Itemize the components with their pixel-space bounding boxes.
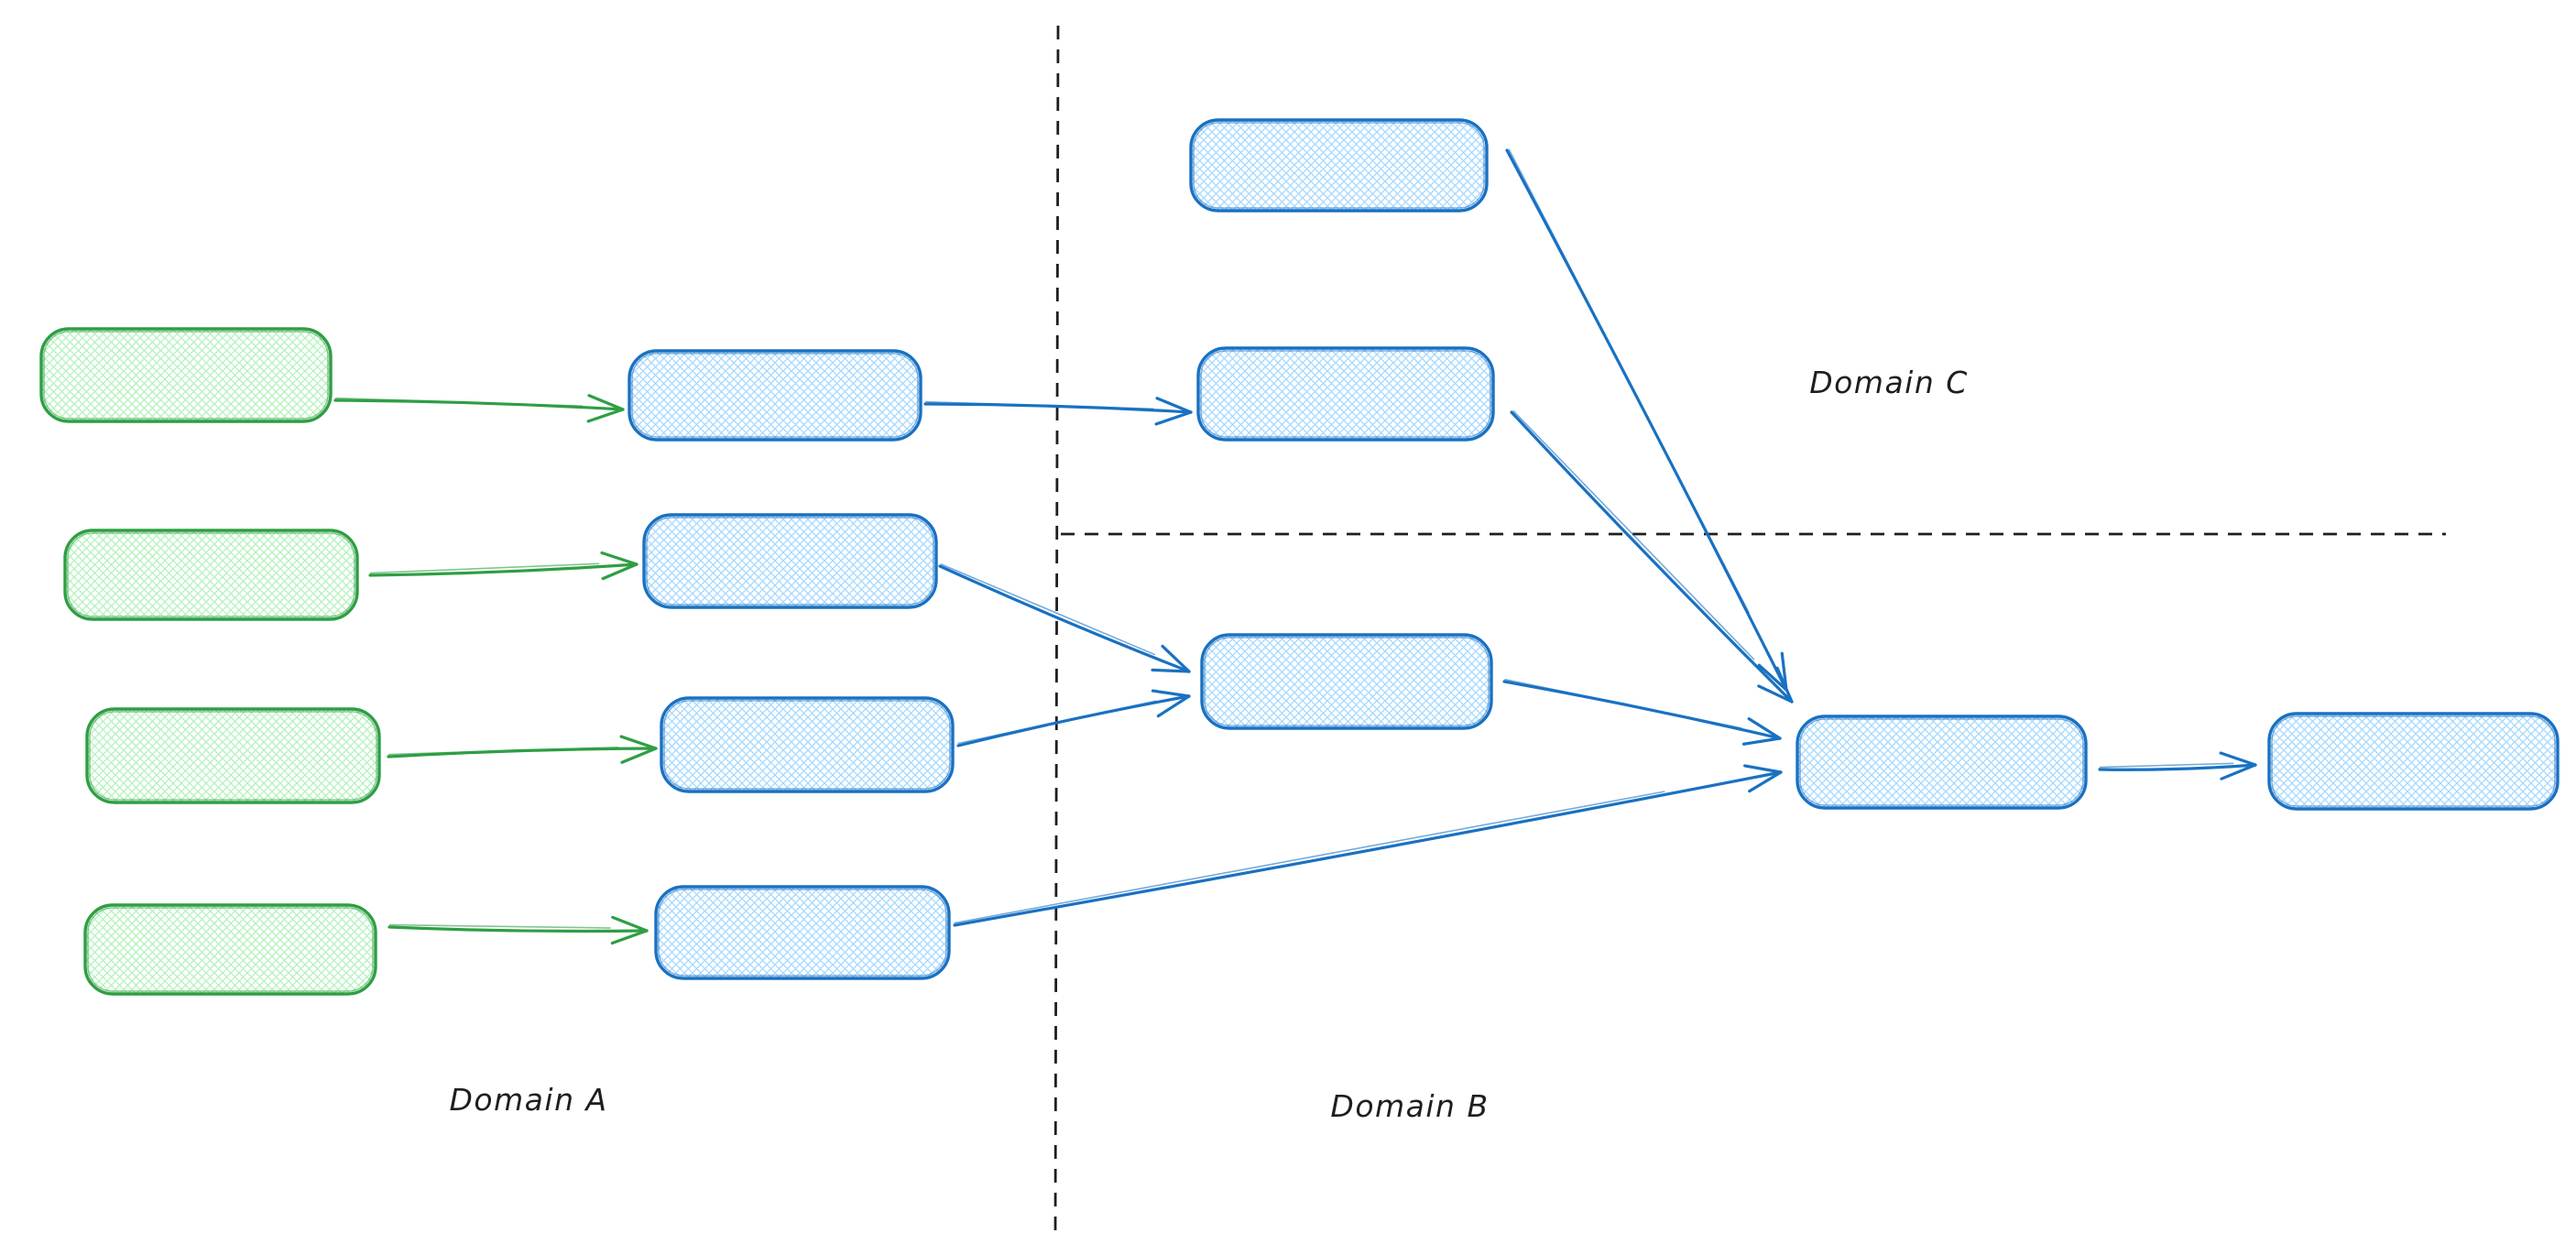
domain-b-label: Domain B bbox=[1330, 1088, 1489, 1124]
blue-box-a2 bbox=[642, 513, 938, 609]
arrow-g1-a1 bbox=[333, 394, 625, 423]
blue-box-c1 bbox=[1189, 118, 1489, 213]
blue-box-a4 bbox=[654, 885, 951, 980]
blue-box-c2 bbox=[1196, 346, 1495, 442]
green-box-3 bbox=[85, 707, 381, 804]
labels-layer: Domain A Domain B Domain C bbox=[449, 365, 1969, 1124]
blue-box-a3 bbox=[660, 696, 955, 793]
arrow-b1-b2 bbox=[1502, 678, 1782, 746]
green-box-1 bbox=[39, 327, 333, 423]
vertical-divider bbox=[1053, 25, 1060, 1236]
arrow-c1-b2 bbox=[1505, 148, 1788, 692]
green-box-2 bbox=[63, 529, 359, 621]
blue-box-b1 bbox=[1200, 633, 1493, 730]
blue-box-a1 bbox=[628, 349, 922, 442]
arrow-g4-a4 bbox=[387, 915, 649, 945]
arrows-layer bbox=[333, 148, 2257, 945]
arrow-a4-b2 bbox=[953, 764, 1783, 927]
blue-box-b2 bbox=[1796, 715, 2088, 810]
green-box-4 bbox=[83, 903, 377, 996]
domain-a-label: Domain A bbox=[449, 1082, 607, 1118]
blue-box-b3 bbox=[2267, 712, 2560, 811]
arrow-a2-b1 bbox=[938, 563, 1191, 673]
arrow-a3-b1 bbox=[956, 689, 1191, 748]
arrow-a1-c2 bbox=[923, 397, 1193, 426]
domain-c-label: Domain C bbox=[1809, 365, 1969, 400]
arrow-b2-b3 bbox=[2098, 751, 2257, 780]
arrow-g3-a3 bbox=[387, 735, 658, 764]
domain-dividers-layer bbox=[1053, 25, 2446, 1236]
arrow-c2-b2 bbox=[1510, 409, 1794, 704]
nodes-layer bbox=[39, 118, 2560, 996]
arrow-g2-a2 bbox=[368, 551, 639, 581]
